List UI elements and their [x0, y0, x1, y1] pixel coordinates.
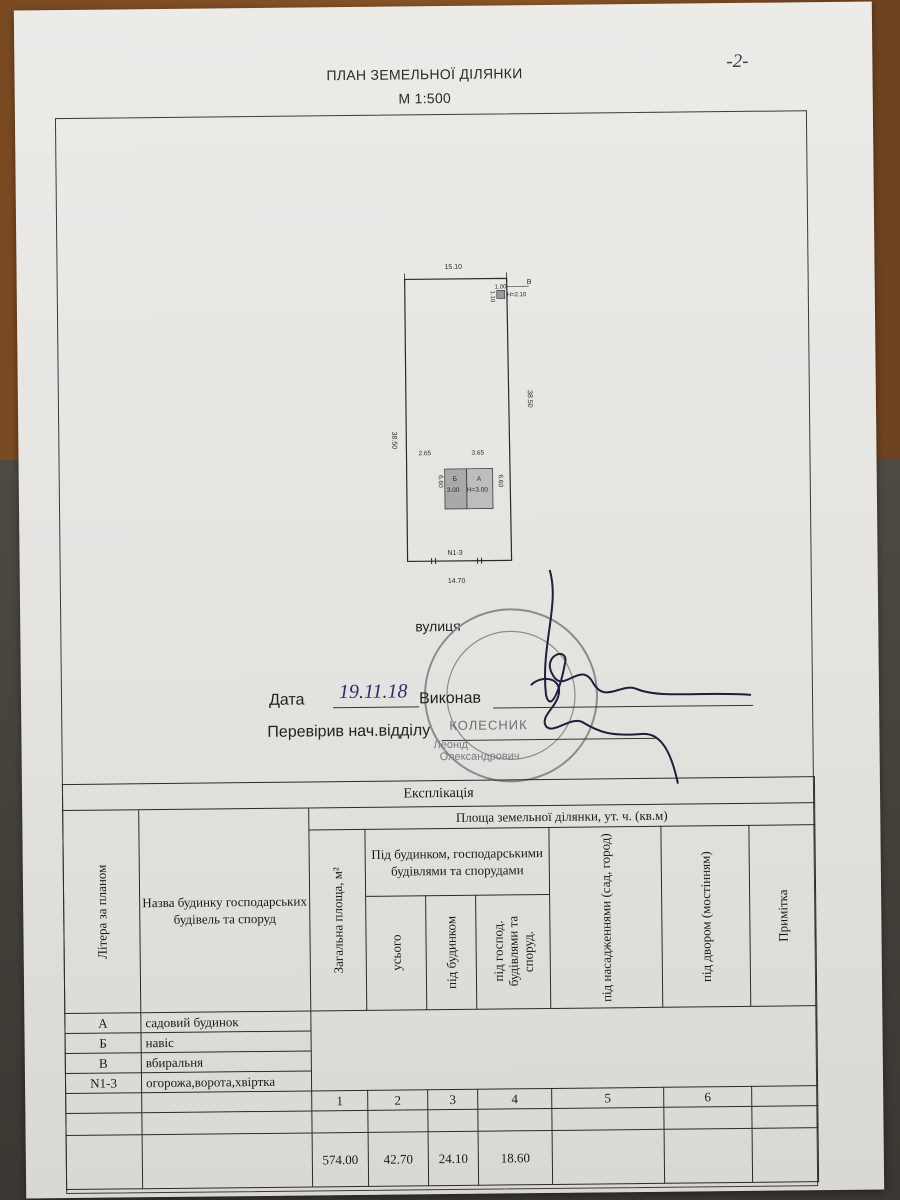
- dim-right: 38.50: [526, 390, 533, 408]
- value-all: 42.70: [368, 1131, 429, 1187]
- b-dim: 3.00: [447, 487, 460, 494]
- col-total-header: Загальна площа, м²: [308, 829, 367, 1011]
- executed-by-label: Виконав: [418, 689, 482, 708]
- plot-boundary: [404, 277, 513, 563]
- document-title: ПЛАН ЗЕМЕЛЬНОЇ ДІЛЯНКИ: [326, 65, 523, 84]
- label-a: А: [477, 476, 482, 483]
- col-under-group-header: Під будинком, господарськими будівлями т…: [364, 827, 550, 897]
- col-name-header: Назва будинку господарських будівель та …: [138, 807, 311, 1013]
- explication-table: Експлікація Літера за планом Назва будин…: [62, 776, 819, 1190]
- dim-top: 15.10: [444, 264, 462, 271]
- a-height: H=3.00: [467, 487, 489, 494]
- v-dim-b: 1.10: [489, 291, 495, 303]
- building-v: [496, 290, 506, 299]
- values-row: 574.00 42.70 24.10 18.60: [66, 1127, 819, 1190]
- label-v: В: [527, 279, 532, 286]
- dim-ab-left: 6.60: [437, 475, 444, 488]
- document-sheet: -2- ПЛАН ЗЕМЕЛЬНОЇ ДІЛЯНКИ М 1:500 15.10…: [13, 1, 885, 1199]
- official-stamp: [424, 608, 599, 783]
- col-note-header: Примітка: [748, 824, 817, 1007]
- v-height: H=2.10: [507, 292, 527, 298]
- dim-ab-right: 6.60: [497, 474, 504, 487]
- fence-label: N1-3: [447, 550, 462, 557]
- handwritten-signature: [530, 569, 752, 784]
- date-value: 19.11.18: [338, 680, 408, 704]
- col-yard-header: під двором (мостінням): [660, 825, 751, 1008]
- col-all-header: усього: [365, 895, 427, 1011]
- site-plan: 15.10 14.70 38.50 38.50 В 1.00 1.10 H=2.…: [390, 264, 533, 585]
- value-outbuildings: 18.60: [478, 1130, 553, 1186]
- col-letter-header: Літера за планом: [62, 809, 141, 1014]
- building-a: [466, 468, 494, 510]
- page-number: -2-: [726, 50, 749, 73]
- dim-bottom: 14.70: [448, 578, 466, 585]
- dim-left: 38.50: [390, 432, 397, 450]
- dim-b-width: 2.65: [418, 450, 431, 457]
- dim-a-width: 3.65: [471, 450, 484, 457]
- col-outbuildings-header: під господ. будівлями та споруд.: [475, 894, 551, 1010]
- value-house: 24.10: [428, 1131, 479, 1186]
- checked-by-label: Перевірив нач.відділу: [267, 722, 431, 741]
- date-label: Дата: [268, 691, 305, 709]
- col-house-header: під будинком: [425, 894, 477, 1010]
- col-planting-header: під насадженнями (сад, город): [548, 826, 663, 1009]
- label-b: Б: [453, 476, 457, 483]
- value-total: 574.00: [312, 1132, 369, 1187]
- v-dim-a: 1.00: [495, 284, 507, 290]
- scale-label: М 1:500: [398, 89, 452, 107]
